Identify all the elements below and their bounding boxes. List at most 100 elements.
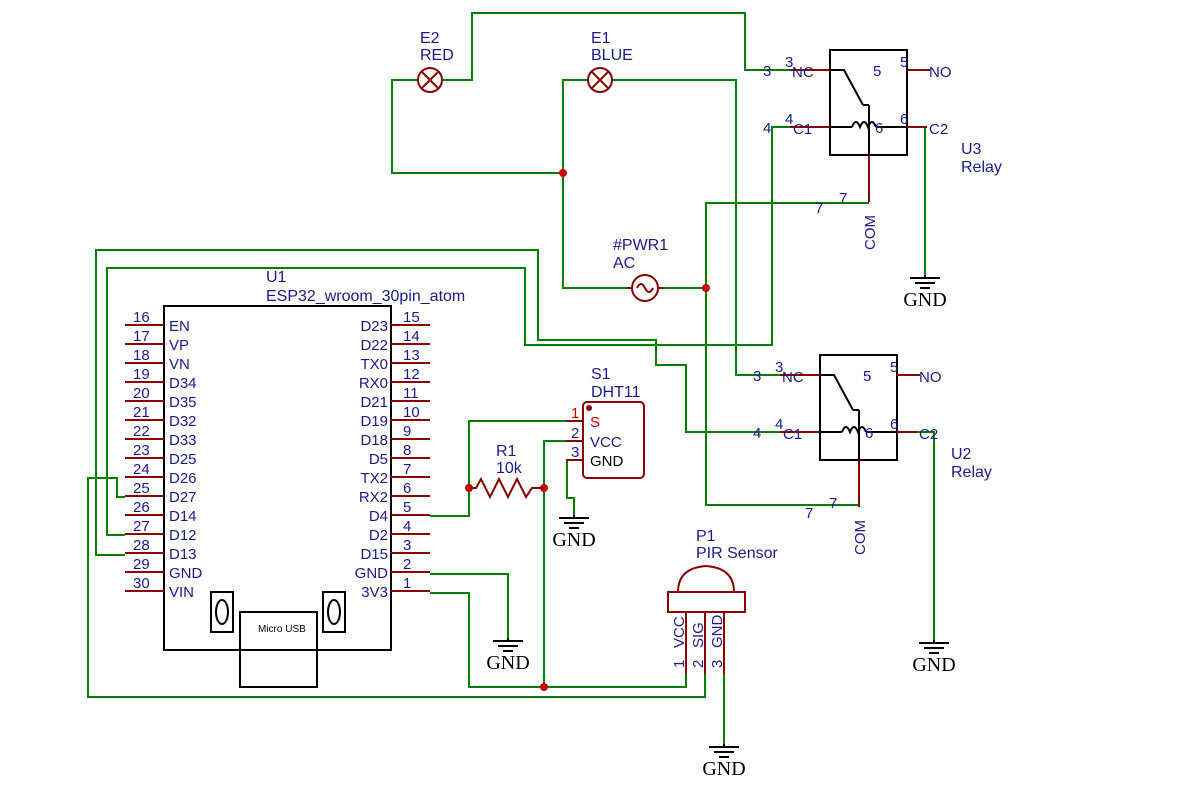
dht-designator: S1 — [591, 366, 611, 383]
lamp-e1[interactable]: E1 BLUE — [587, 30, 633, 93]
esp32-pin-name: D2 — [369, 527, 388, 544]
esp32-pin-name: 3V3 — [361, 584, 388, 601]
svg-text:4: 4 — [763, 120, 771, 137]
ac-icon — [631, 274, 659, 302]
junction-dot — [702, 284, 710, 292]
relay-designator: U3 — [961, 141, 982, 158]
esp32-pin-name: D27 — [169, 489, 197, 506]
resistor-value: 10k — [496, 460, 523, 477]
pir-pin-num: 2 — [690, 660, 707, 668]
svg-text:NC: NC — [782, 369, 804, 386]
esp32-pin-name: D25 — [169, 451, 197, 468]
esp32-pin-name: D18 — [360, 432, 388, 449]
wire-3v3 — [430, 488, 545, 688]
esp32-pin-num: 22 — [133, 423, 150, 440]
esp32-pin-name: D26 — [169, 470, 197, 487]
esp32-module[interactable]: U1 ESP32_wroom_30pin_atom Micro USB 16EN… — [125, 269, 465, 688]
dht-pin-name: VCC — [590, 434, 622, 451]
esp32-pin-num: 17 — [133, 328, 150, 345]
esp32-pin-num: 19 — [133, 366, 150, 383]
svg-text:5: 5 — [900, 54, 908, 71]
pir-pin-name: VCC — [671, 616, 688, 648]
dht11-sensor[interactable]: S1 DHT11 1 S 2 VCC 3 GND — [566, 366, 645, 479]
svg-text:C2: C2 — [929, 121, 948, 138]
pir-sensor[interactable]: P1 PIR Sensor 1 VCC 2 SIG 3 GND — [667, 528, 778, 674]
esp32-pin-name: D4 — [369, 508, 388, 525]
esp32-pin-num: 5 — [403, 499, 411, 516]
esp32-pin-num: 27 — [133, 518, 150, 535]
esp32-pin-num: 18 — [133, 347, 150, 364]
svg-text:4: 4 — [753, 425, 761, 442]
esp32-pin-name: GND — [355, 565, 389, 582]
dht-pin-name: GND — [590, 453, 624, 470]
esp32-left-pins: 16EN17VP18VN19D3420D3521D3222D3323D2524D… — [125, 309, 203, 601]
esp32-pin-num: 30 — [133, 575, 150, 592]
esp32-pin-num: 28 — [133, 537, 150, 554]
lamp-icon — [417, 67, 443, 93]
svg-text:7: 7 — [805, 505, 813, 522]
wire-esp-gnd — [430, 573, 509, 638]
resistor-r1[interactable]: R1 10k — [469, 443, 544, 500]
esp32-pin-name: D15 — [360, 546, 388, 563]
lamp-designator: E2 — [420, 30, 440, 47]
esp32-pin-num: 26 — [133, 499, 150, 516]
button-left — [210, 591, 234, 633]
svg-text:7: 7 — [839, 190, 847, 207]
svg-text:NO: NO — [929, 64, 952, 81]
esp32-designator: U1 — [266, 269, 287, 286]
esp32-name: ESP32_wroom_30pin_atom — [266, 288, 465, 305]
svg-text:NC: NC — [792, 64, 814, 81]
pir-pin-num: 3 — [709, 660, 726, 668]
esp32-pin-name: VIN — [169, 584, 194, 601]
lamp-designator: E1 — [591, 30, 611, 47]
esp32-pin-name: D33 — [169, 432, 197, 449]
esp32-pin-num: 25 — [133, 480, 150, 497]
esp32-pin-num: 6 — [403, 480, 411, 497]
ground-label: GND — [912, 654, 955, 676]
esp32-pin-name: EN — [169, 318, 190, 335]
esp32-pin-num: 2 — [403, 556, 411, 573]
wire-u3-c1 — [106, 126, 790, 536]
wire-e1-u2-nc — [613, 79, 780, 376]
esp32-pin-name: D14 — [169, 508, 197, 525]
esp32-pin-num: 14 — [403, 328, 420, 345]
wire-to-u3-com — [705, 202, 869, 288]
esp32-pin-name: D12 — [169, 527, 197, 544]
relay-name: Relay — [961, 159, 1002, 176]
pir-body — [667, 591, 746, 613]
ac-source[interactable]: #PWR1 AC — [613, 237, 668, 302]
wire-e2-left — [391, 79, 563, 174]
esp32-pin-name: D19 — [360, 413, 388, 430]
esp32-pin-name: RX2 — [359, 489, 388, 506]
esp32-pin-num: 10 — [403, 404, 420, 421]
svg-text:3: 3 — [763, 63, 771, 80]
ground-label: GND — [903, 289, 946, 311]
coil-icon — [841, 426, 867, 435]
esp32-pin-name: D13 — [169, 546, 197, 563]
wire-pir-sig — [87, 477, 706, 698]
lamp-e2[interactable]: E2 RED — [417, 30, 454, 93]
wire-to-u2-com — [705, 288, 860, 506]
lamp-name: RED — [420, 47, 454, 64]
svg-text:4: 4 — [785, 111, 793, 128]
esp32-pin-num: 21 — [133, 404, 150, 421]
esp32-pin-name: TX2 — [360, 470, 388, 487]
pir-pin-name: SIG — [690, 622, 707, 648]
esp32-pin-name: D22 — [360, 337, 388, 354]
wire-u2-c1b — [95, 249, 657, 556]
relay-name: Relay — [951, 464, 992, 481]
svg-text:3: 3 — [753, 368, 761, 385]
esp32-right-pins: 15D2314D2213TX012RX011D2110D199D188D57TX… — [355, 309, 430, 601]
svg-text:6: 6 — [890, 416, 898, 433]
svg-text:7: 7 — [829, 495, 837, 512]
dht-pin-num: 1 — [571, 405, 579, 422]
esp32-pin-num: 23 — [133, 442, 150, 459]
svg-text:C2: C2 — [919, 426, 938, 443]
svg-text:3: 3 — [775, 359, 783, 376]
lamp-name: BLUE — [591, 47, 633, 64]
esp32-pin-name: D21 — [360, 394, 388, 411]
